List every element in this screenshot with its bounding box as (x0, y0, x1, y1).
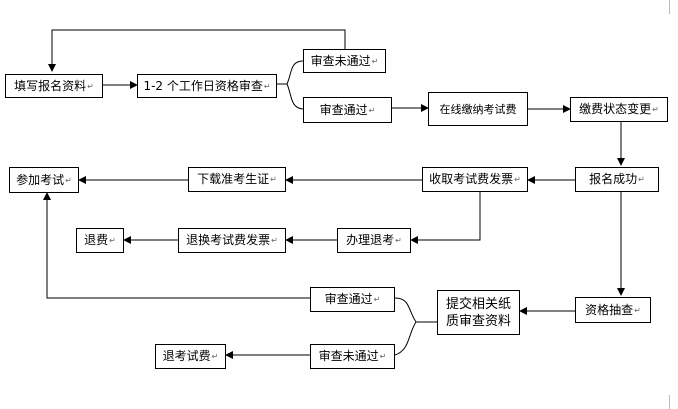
paragraph-mark: ↵ (652, 105, 659, 114)
node-take-exam-label: 参加考试 (16, 172, 65, 187)
node-review-fail-bottom: 审查未通过↵ (310, 344, 395, 369)
node-qualification-spot-check: 资格抽查↵ (575, 297, 651, 323)
node-review-pass-bottom-label: 审查通过 (324, 292, 373, 306)
brace-submit-outcomes (394, 297, 417, 356)
paragraph-mark: ↵ (638, 175, 645, 184)
node-withdraw-label: 办理退考 (346, 233, 395, 247)
node-review-fail-bottom-label: 审查未通过 (318, 349, 379, 363)
node-review-pass-top-label: 审查通过 (319, 102, 368, 117)
node-fill-info-label: 填写报名资料 (14, 78, 87, 93)
paragraph-mark: ↵ (371, 56, 379, 66)
paragraph-mark: ↵ (65, 175, 72, 185)
node-exchange-invoice: 退换考试费发票↵ (178, 228, 286, 253)
node-download-ticket: 下载准考生证↵ (188, 167, 286, 192)
paragraph-mark: ↵ (211, 352, 219, 361)
paragraph-mark: ↵ (368, 105, 376, 115)
arrow-pass-to-exam (43, 192, 310, 299)
page-edge-mark-bottom (669, 395, 670, 409)
node-pay-online-label: 在线缴纳考试费 (439, 102, 517, 116)
node-payment-status-label: 缴费状态变更 (579, 102, 652, 116)
node-review-label: 1-2 个工作日资格审查 (143, 78, 263, 93)
paragraph-mark: ↵ (263, 81, 271, 91)
paragraph-mark: ↵ (379, 352, 387, 361)
node-register-success: 报名成功↵ (575, 167, 659, 192)
paragraph-mark: ↵ (270, 175, 277, 184)
node-review-fail-top-label: 审查未通过 (310, 53, 371, 68)
node-collect-invoice-label: 收取考试费发票 (429, 172, 514, 186)
paragraph-mark: ↵ (271, 236, 278, 245)
brace-review-outcomes (286, 60, 304, 110)
node-download-ticket-label: 下载准考生证 (197, 172, 270, 186)
node-review-fail-top: 审查未通过↵ (303, 49, 386, 73)
node-refund-exam-fee: 退考试费↵ (155, 344, 226, 369)
node-withdraw-exam: 办理退考↵ (337, 228, 411, 253)
node-refund-label: 退费 (84, 233, 109, 247)
node-collect-invoice: 收取考试费发票↵ (422, 167, 528, 192)
node-refund-exam-fee-label: 退考试费 (162, 349, 211, 363)
loop-back-connector (48, 29, 346, 72)
node-spot-check-label: 资格抽查 (585, 302, 634, 317)
paragraph-mark: ↵ (87, 81, 94, 91)
node-fill-info: 填写报名资料↵ (5, 74, 103, 98)
node-payment-status-change: 缴费状态变更↵ (570, 97, 668, 122)
node-exchange-invoice-label: 退换考试费发票 (186, 233, 271, 247)
paragraph-mark: ↵ (634, 305, 641, 315)
node-review-pass-top: 审查通过↵ (303, 97, 392, 123)
node-take-exam: 参加考试↵ (9, 167, 79, 193)
paragraph-mark: ↵ (373, 295, 381, 304)
node-submit-paper-docs: 提交相关纸质审查资料 (437, 290, 520, 335)
node-register-success-label: 报名成功 (589, 172, 638, 186)
arrow-invoice-to-withdraw (410, 192, 481, 244)
node-pay-online: 在线缴纳考试费 (428, 92, 528, 126)
paragraph-mark: ↵ (109, 236, 116, 245)
node-review-pass-bottom: 审查通过↵ (310, 287, 395, 312)
node-review-1-2-days: 1-2 个工作日资格审查↵ (137, 74, 277, 98)
paragraph-mark: ↵ (514, 175, 521, 184)
node-refund: 退费↵ (76, 228, 124, 253)
page-edge-mark-top (669, 0, 670, 14)
node-submit-docs-label: 提交相关纸质审查资料 (445, 296, 511, 329)
paragraph-mark: ↵ (395, 236, 402, 245)
